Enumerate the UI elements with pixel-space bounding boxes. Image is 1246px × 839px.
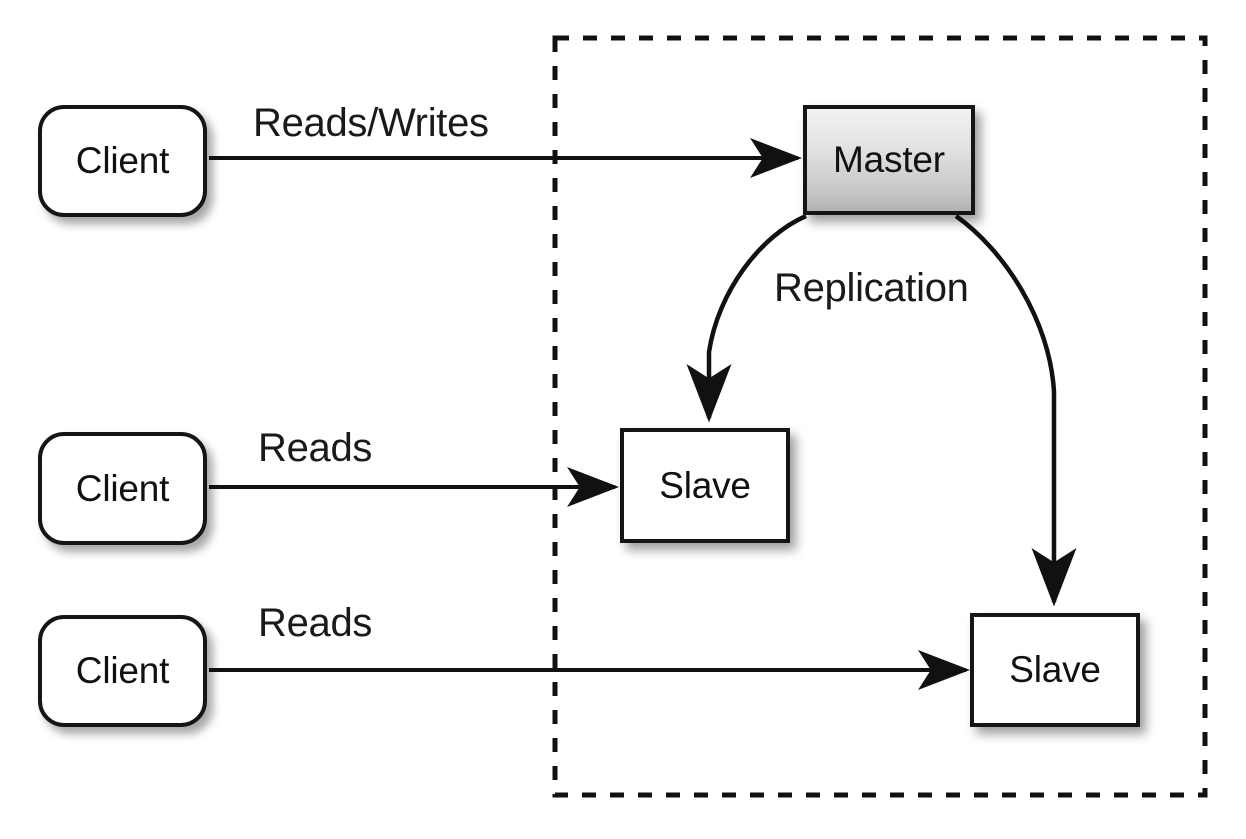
node-slave-1-label: Slave (659, 464, 751, 506)
node-master-label: Master (833, 139, 945, 180)
node-client-1[interactable]: Client (38, 105, 207, 217)
edge-label-replication: Replication (774, 266, 969, 310)
node-client-1-label: Client (75, 140, 170, 181)
node-client-3-label: Client (75, 650, 170, 691)
node-master[interactable]: Master (803, 105, 975, 215)
edge-master-to-slave2-replication (954, 214, 1077, 607)
edge-master-to-slave1-replication (686, 213, 807, 423)
edge-label-reads-1: Reads (258, 426, 373, 470)
node-client-2-label: Client (75, 467, 170, 509)
node-slave-2-label: Slave (1009, 649, 1101, 690)
node-client-3[interactable]: Client (38, 615, 207, 727)
edge-label-reads-2: Reads (258, 601, 373, 645)
node-slave-2[interactable]: Slave (970, 613, 1140, 727)
edge-label-reads-writes: Reads/Writes (253, 101, 489, 145)
node-slave-1[interactable]: Slave (620, 428, 790, 543)
node-client-2[interactable]: Client (38, 432, 207, 545)
